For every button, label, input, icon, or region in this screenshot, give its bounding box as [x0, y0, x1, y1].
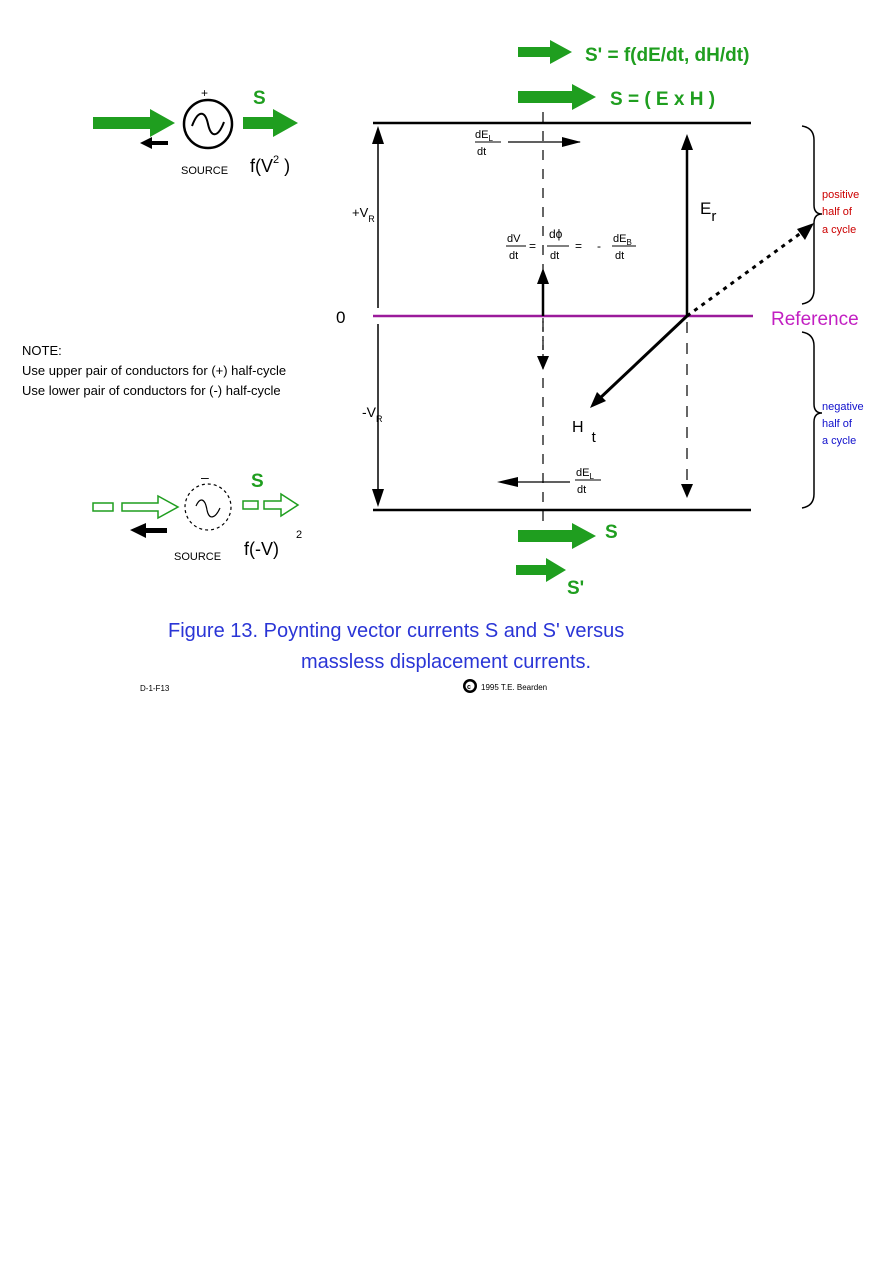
note-line-2: Use lower pair of conductors for (-) hal…: [22, 383, 281, 398]
positive-half-brace: positive half of a cycle: [801, 125, 859, 305]
bottom-flow: S S': [516, 522, 618, 599]
s-prime-formula: S' = f(dE/dt, dH/dt): [585, 45, 749, 66]
field-vectors: Er Ht: [572, 134, 814, 498]
svg-text:dt: dt: [577, 484, 586, 496]
outline-arrow-icon: [92, 502, 114, 512]
ac-source-icon: [184, 483, 232, 531]
green-arrow-icon: [93, 109, 175, 137]
svg-text:dt: dt: [615, 250, 624, 262]
svg-text:dEL: dEL: [475, 129, 493, 143]
outline-arrow-icon: [121, 494, 180, 520]
h-vector: [596, 314, 689, 402]
e-cross-h-dotted: [686, 228, 806, 318]
source-label: SOURCE: [181, 165, 228, 177]
svg-text:dt: dt: [509, 250, 518, 262]
svg-text:dV: dV: [507, 233, 521, 245]
return-arrow-icon: [140, 137, 168, 149]
bottom-s-prime-label: S': [567, 578, 584, 599]
figure-id: D-1-F13: [140, 684, 170, 693]
top-source-s-label: S: [253, 88, 266, 109]
svg-text:dϕ: dϕ: [549, 227, 563, 241]
green-arrow-icon: [518, 84, 596, 110]
outline-arrow-icon: [263, 492, 300, 518]
top-source: + SOURCE S f(V2 ): [93, 86, 298, 177]
note-block: NOTE: Use upper pair of conductors for (…: [22, 343, 286, 398]
source-plus-sign: +: [201, 86, 208, 100]
ac-source-icon: [182, 98, 234, 150]
zero-label: 0: [336, 308, 345, 327]
e-label: Er: [700, 199, 716, 225]
note-line-1: Use upper pair of conductors for (+) hal…: [22, 363, 286, 378]
sine-wave-icon: [191, 112, 225, 136]
caption-line-2: massless displacement currents.: [301, 651, 591, 673]
svg-text:dEB: dEB: [613, 233, 632, 247]
svg-text:dt: dt: [550, 250, 559, 262]
svg-text:-: -: [597, 239, 601, 253]
svg-text:dEL: dEL: [576, 467, 594, 481]
reference-label: Reference: [771, 309, 859, 330]
sine-wave-icon: [195, 499, 221, 518]
svg-text:half of: half of: [822, 206, 853, 218]
svg-text:c: c: [467, 684, 471, 691]
svg-text:=: =: [529, 239, 536, 253]
bottom-source-s-label: S: [251, 471, 264, 492]
plus-vr-label: +VR: [352, 205, 375, 224]
green-arrow-icon: [518, 523, 596, 549]
svg-text:a cycle: a cycle: [822, 224, 856, 236]
minus-vr-label: -VR: [362, 404, 383, 424]
s-formula: S = ( E x H ): [610, 89, 715, 110]
negative-half-brace: negative half of a cycle: [801, 331, 864, 509]
bottom-s-label: S: [605, 522, 618, 543]
copyright-text: 1995 T.E. Bearden: [481, 683, 547, 692]
s-formula-group: S = ( E x H ): [518, 84, 715, 110]
green-arrow-icon: [516, 558, 566, 582]
green-arrow-icon: [518, 40, 572, 64]
svg-text:positive: positive: [822, 189, 859, 201]
displacement-current: dEL dt dV dt = dϕ dt = - dEB dt dEL dt: [475, 112, 636, 545]
note-title: NOTE:: [22, 343, 62, 358]
bottom-source: – SOURCE S f(-V) 2: [92, 469, 302, 563]
top-source-f-label: f(V2 ): [250, 154, 290, 176]
source-minus-sign: –: [201, 469, 209, 485]
voltage-axis: +VR 0 -VR: [336, 126, 384, 507]
green-arrow-icon: [243, 109, 298, 137]
svg-text:dt: dt: [477, 146, 486, 158]
s-prime-formula-group: S' = f(dE/dt, dH/dt): [518, 40, 749, 66]
return-arrow-icon: [130, 523, 167, 538]
svg-text:negative: negative: [822, 401, 864, 413]
bottom-source-f-exp: 2: [296, 529, 302, 541]
outline-arrow-icon: [242, 500, 259, 510]
caption-line-1: Figure 13. Poynting vector currents S an…: [168, 620, 624, 642]
source-label: SOURCE: [174, 551, 221, 563]
svg-text:=: =: [575, 239, 582, 253]
copyright-icon: c: [463, 679, 477, 693]
svg-text:a cycle: a cycle: [822, 435, 856, 447]
h-label: Ht: [572, 419, 597, 446]
svg-text:half of: half of: [822, 418, 853, 430]
bottom-source-f-label: f(-V): [244, 539, 279, 559]
